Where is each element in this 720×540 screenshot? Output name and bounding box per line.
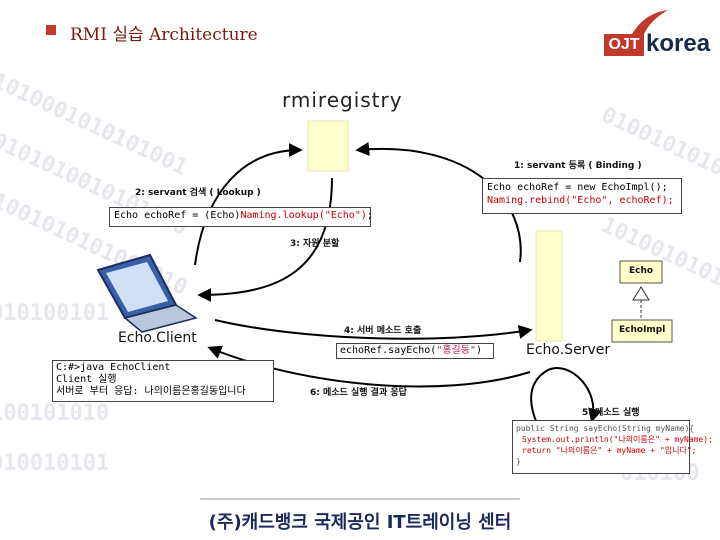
step3-label: 3: 자원 분할 <box>290 239 340 249</box>
arrow-step5 <box>530 367 602 431</box>
client-computer-icon <box>96 253 198 333</box>
server-code-line3: return "나의이름은" + myName + "입니다"; <box>522 446 697 455</box>
server-box <box>535 230 563 342</box>
binary-pattern: 010010101 <box>0 451 109 476</box>
console-line2: Client 실행 <box>56 374 117 385</box>
server-code-line2: System.out.println("나의이름은" + myName); <box>522 435 713 444</box>
logo-ojt: OJT <box>604 34 644 56</box>
step2-code-prefix: Echo echoRef = (Echo) <box>114 210 241 221</box>
registry-box <box>307 120 349 172</box>
echoimpl-label: EchoImpl <box>619 325 666 335</box>
step4-label: 4: 서버 메소드 호출 <box>344 326 422 336</box>
logo-swoosh-icon <box>632 10 668 34</box>
rmiregistry-label: rmiregistry <box>282 88 403 112</box>
title-bullet <box>46 25 56 35</box>
echo-interface-box <box>619 260 663 284</box>
console-line3: 서버로 부터 응답: 나의이름은홍길동입니다 <box>56 386 246 397</box>
server-code-line4: } <box>516 457 521 466</box>
step2-label: 2: servant 검색 ( Lookup ) <box>135 188 261 198</box>
step5-label: 5: 메소드 실행 <box>582 408 640 418</box>
footer-divider <box>200 498 520 500</box>
step4-code-box: echoRef.sayEcho("홍길동") <box>336 343 494 359</box>
footer-text: (주)캐드뱅크 국제공인 IT트레이닝 센터 <box>208 512 512 533</box>
binary-pattern: 100101010 <box>0 401 109 426</box>
step1-label: 1: servant 등록 ( Binding ) <box>514 161 642 171</box>
step2-code-box: Echo echoRef = (Echo)Naming.lookup("Echo… <box>109 207 373 227</box>
step6-label: 6: 메소드 실행 결과 응답 <box>310 388 407 398</box>
client-label: Echo.Client <box>118 330 197 346</box>
step4-code-suffix: ) <box>475 345 483 356</box>
step4-code-highlight: "홍길동" <box>436 345 476 356</box>
step1-code-line2: Naming.rebind("Echo", echoRef); <box>487 195 674 206</box>
arrow-step4 <box>214 319 533 340</box>
console-line1: C:#>java EchoClient <box>56 362 171 373</box>
logo-korea: korea <box>646 30 711 57</box>
arrow-step2 <box>194 143 303 266</box>
step4-code-prefix: echoRef.sayEcho( <box>340 345 437 356</box>
step2-code-suffix: ; <box>366 210 373 221</box>
client-console-box: C:#>java EchoClient Client 실행 서버로 부터 응답:… <box>52 360 274 402</box>
echoimpl-box <box>611 319 673 343</box>
inheritance-arrowhead <box>632 286 650 301</box>
step1-code-box: Echo echoRef = new EchoImpl(); Naming.re… <box>482 178 682 214</box>
echo-interface-label: Echo <box>629 266 654 276</box>
step1-code-line1: Echo echoRef = new EchoImpl(); <box>487 182 668 193</box>
step2-code-highlight: Naming.lookup("Echo") <box>240 210 367 221</box>
server-code-box: public String sayEcho(String myName){ Sy… <box>512 420 713 474</box>
server-label: Echo.Server <box>526 342 611 358</box>
server-code-line1: public String sayEcho(String myName){ <box>516 424 695 433</box>
binary-pattern: 010100101 <box>0 301 109 326</box>
page-title: RMI 실습 Architecture <box>70 25 258 45</box>
